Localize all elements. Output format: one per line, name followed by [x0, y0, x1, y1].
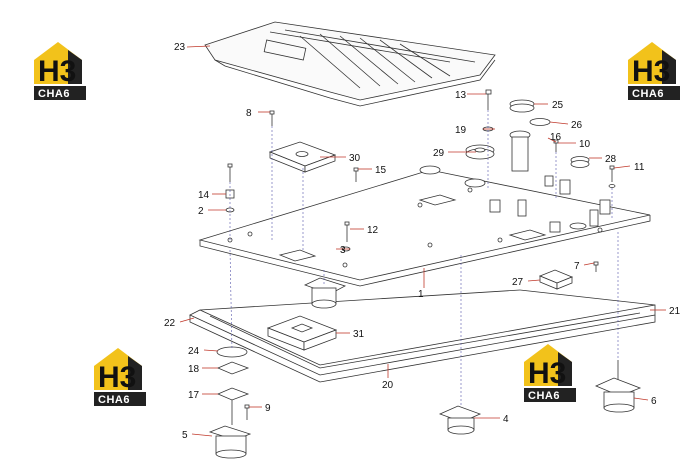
callout-3: 3: [340, 245, 346, 256]
brand-logo-bottom-right: H3 CHA6: [524, 344, 576, 402]
logo-mark: H3: [38, 55, 76, 88]
callout-28: 28: [605, 154, 617, 165]
callout-11: 11: [634, 162, 645, 173]
callout-29: 29: [433, 148, 445, 159]
callout-5: 5: [182, 430, 188, 441]
callout-19: 19: [455, 125, 467, 136]
callout-13: 13: [455, 90, 467, 101]
logo-text: CHA6: [632, 88, 664, 100]
callout-1: 1: [418, 289, 424, 300]
callout-18: 18: [188, 364, 200, 375]
callout-26: 26: [571, 120, 583, 131]
callout-8: 8: [246, 108, 252, 119]
callout-7: 7: [574, 261, 580, 272]
plate-components: [419, 165, 611, 233]
callout-6: 6: [651, 396, 657, 407]
part-center-motor: [303, 277, 347, 309]
callout-27: 27: [512, 277, 524, 288]
part-left-motor-stack: [208, 346, 252, 459]
callout-2: 2: [198, 206, 204, 217]
brand-logo-top-right: H3 CHA6: [628, 42, 680, 100]
callout-12: 12: [367, 225, 379, 236]
callout-31: 31: [353, 329, 365, 340]
part-rings: [465, 99, 590, 172]
part-support-block: [266, 315, 338, 351]
callout-25: 25: [552, 100, 564, 111]
callout-14: 14: [198, 190, 210, 201]
part-main-plate: [198, 169, 651, 287]
callout-4: 4: [503, 414, 509, 425]
callout-15: 15: [375, 165, 387, 176]
callout-17: 17: [188, 390, 200, 401]
part-center-bottom-motor: [438, 405, 482, 435]
part-right-motor: [594, 360, 642, 413]
logo-text: CHA6: [528, 390, 560, 402]
callout-labels: 23 8 13 19 25 26 29 16 10 28 11 30 15 14…: [164, 42, 681, 441]
part-small-block: [538, 269, 574, 290]
callout-21: 21: [669, 306, 681, 317]
callout-9: 9: [265, 403, 271, 414]
assembly-lines: [229, 110, 619, 406]
part-sensor-block: [268, 141, 337, 173]
part-base-frame: [189, 289, 656, 383]
logo-text: CHA6: [98, 394, 130, 406]
logo-mark: H3: [528, 357, 566, 390]
logo-text: CHA6: [38, 88, 70, 100]
logo-mark: H3: [632, 55, 670, 88]
callout-10: 10: [579, 139, 591, 150]
callout-23: 23: [174, 42, 186, 53]
leader-lines: [179, 45, 666, 437]
brand-logo-top-left: H3 CHA6: [34, 42, 86, 100]
callout-22: 22: [164, 318, 176, 329]
callout-24: 24: [188, 346, 200, 357]
callout-16: 16: [550, 132, 562, 143]
brand-logo-bottom-left: H3 CHA6: [94, 348, 146, 406]
part-top-cover: [204, 21, 496, 107]
callout-20: 20: [382, 380, 394, 391]
logo-mark: H3: [98, 361, 136, 394]
callout-30: 30: [349, 153, 361, 164]
